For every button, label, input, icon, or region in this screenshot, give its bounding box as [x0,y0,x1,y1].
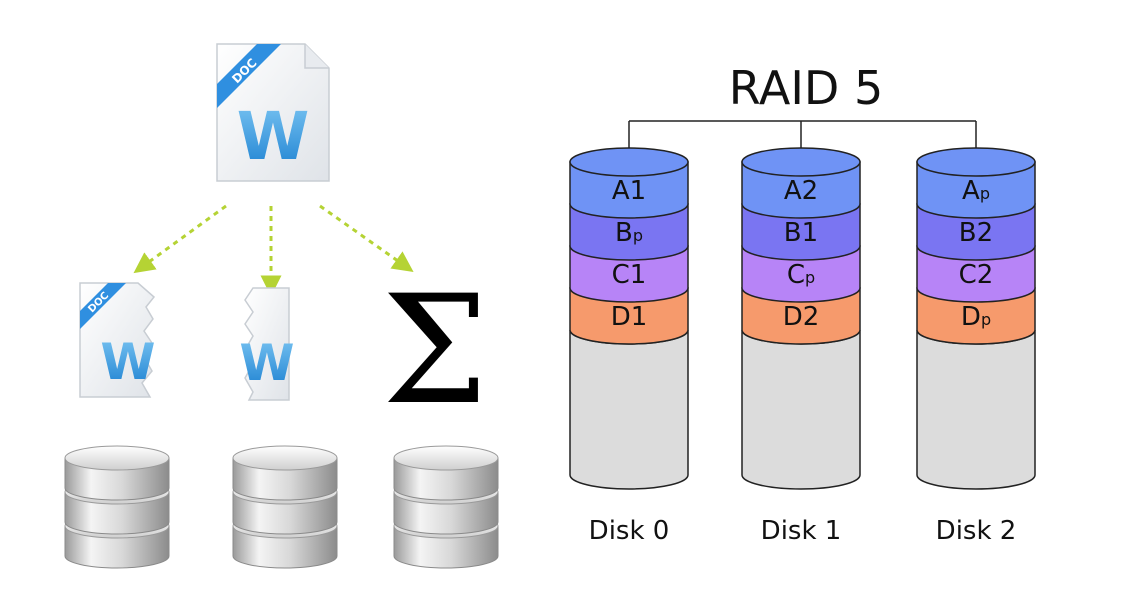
doc-fragment-2-icon: W [239,287,295,401]
stripe-label: B1 [784,218,818,248]
stripe-block [741,287,861,345]
parity-sigma-symbol: Σ [382,264,488,438]
source-doc-file-icon: DOC W [216,43,330,182]
disk-empty-space [741,329,861,490]
disk-label: Disk 2 [936,516,1017,546]
stripe-label: Cp [787,260,815,290]
stripe-label: Ap [962,176,990,206]
stripe-block [569,161,689,219]
stripe-label: C1 [612,260,647,290]
disk-top-cap [741,147,861,177]
stripe-block [569,287,689,345]
disk-top-cap [569,147,689,177]
stripe-label: A1 [612,176,646,206]
fragment-2-letter: W [239,334,294,392]
stripe-block [741,161,861,219]
disk-label: Disk 1 [761,516,842,546]
drive-stack-icon [393,445,499,569]
split-arrow-left [133,204,227,274]
stripe-block [741,203,861,261]
drive-stack-icon [232,445,338,569]
stripe-label: D1 [611,302,648,332]
raid-title: RAID 5 [729,61,883,115]
stripe-label: B2 [959,218,993,248]
stripe-block [916,161,1036,219]
stripe-block [569,203,689,261]
drive-stack-icon [64,445,170,569]
doc-fragment-1-icon: DOC W [79,282,156,398]
stripe-block [916,245,1036,303]
stripe-block [569,245,689,303]
drive-stacks [64,445,499,569]
stripe-label: D2 [783,302,820,332]
stripe-label: A2 [784,176,818,206]
disk-empty-space [916,329,1036,490]
stripe-block [916,203,1036,261]
stripe-label: Bp [615,218,643,248]
stripe-block [741,245,861,303]
word-letter: W [237,98,310,175]
left-panel: DOC W DOC W W Σ [64,43,499,569]
disk-top-cap [916,147,1036,177]
disk-label: Disk 0 [589,516,670,546]
parity-arrow-right [319,204,414,273]
stripe-block [916,287,1036,345]
stripe-label: Dp [961,302,991,332]
stripe-label: C2 [959,260,994,290]
disk-empty-space [569,329,689,490]
fragment-1-letter: W [100,333,155,391]
